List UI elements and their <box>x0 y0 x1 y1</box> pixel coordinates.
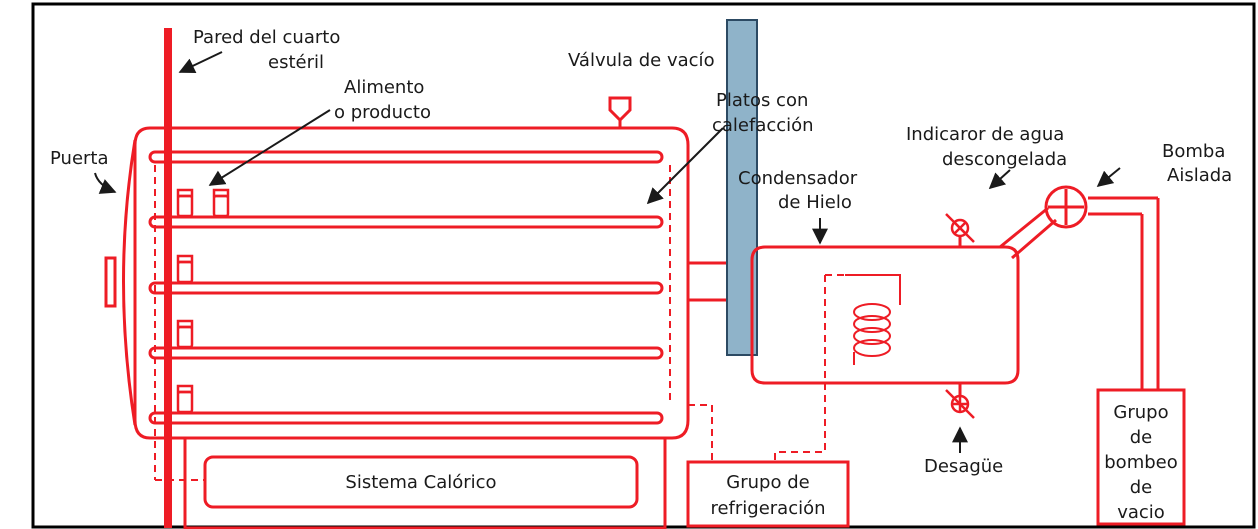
alimento-label-2: o producto <box>334 102 431 123</box>
pared-label-1: Pared del cuarto <box>193 27 340 48</box>
door-handle <box>104 256 117 308</box>
heated-shelves <box>148 150 664 425</box>
indicador-arrow <box>988 169 1011 190</box>
shelf <box>148 411 664 425</box>
water-indicator-valve <box>945 213 975 243</box>
platos-arrow <box>646 127 724 205</box>
grupo-refrigeracion-label-2: refrigeración <box>710 498 825 519</box>
product-vials <box>176 188 230 414</box>
drain-valve <box>945 389 975 419</box>
grupo-bombeo-label-1: Grupo <box>1113 402 1168 423</box>
shelf <box>148 346 664 360</box>
condenser-coil <box>845 274 901 365</box>
platos-label-2: calefacción <box>712 115 814 136</box>
sistema-calorico-label: Sistema Calórico <box>345 472 496 493</box>
grupo-bombeo-label-2: de <box>1130 427 1153 448</box>
dashed-circuit <box>154 165 845 481</box>
vial <box>176 254 194 284</box>
shelf <box>148 281 664 295</box>
grupo-bombeo-label-5: vacio <box>1117 502 1165 523</box>
puerta-arrow <box>94 172 117 194</box>
grupo-bombeo-label-4: de <box>1130 477 1153 498</box>
vial <box>176 319 194 349</box>
desague-label: Desagüe <box>924 456 1003 477</box>
isolated-pump <box>1044 185 1088 229</box>
valvula-label: Válvula de vacío <box>568 50 715 71</box>
alimento-arrow <box>208 109 331 186</box>
grupo-bombeo-box <box>1096 388 1186 526</box>
grupo-refrigeracion-label-1: Grupo de <box>726 472 809 493</box>
alimento-label-1: Alimento <box>344 77 424 98</box>
vial <box>176 384 194 414</box>
grupo-bombeo-label-3: bombeo <box>1104 452 1178 473</box>
indicador-label-2: descongelada <box>942 149 1067 170</box>
indicador-label-1: Indicaror de agua <box>906 124 1064 145</box>
pared-arrow <box>178 51 223 74</box>
sistema-calorico-box <box>203 455 639 509</box>
bomba-label-1: Bomba <box>1162 141 1225 162</box>
condensador-label-2: de Hielo <box>778 192 852 213</box>
platos-label-1: Platos con <box>716 90 808 111</box>
puerta-label: Puerta <box>50 148 109 169</box>
vial <box>212 188 230 218</box>
condenser <box>750 245 1020 385</box>
base <box>183 436 667 529</box>
pared-label-2: estéril <box>268 52 324 73</box>
vacuum-valve <box>608 96 632 123</box>
bomba-arrow <box>1096 167 1121 188</box>
shelf <box>148 215 664 229</box>
bomba-label-2: Aislada <box>1167 165 1232 186</box>
shelf <box>148 150 664 164</box>
door <box>122 139 137 426</box>
diagram-frame <box>31 2 1256 529</box>
grupo-refrigeracion-box <box>686 460 850 528</box>
chamber <box>133 126 690 440</box>
condensador-label-1: Condensador <box>738 168 858 189</box>
sterile-wall <box>164 28 172 528</box>
pump-pipe <box>999 196 1160 390</box>
vial <box>176 188 194 218</box>
